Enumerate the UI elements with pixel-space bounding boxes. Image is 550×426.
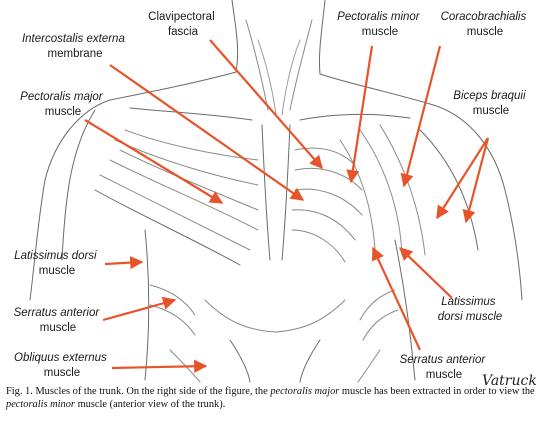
label-obliquus: Obliquus externus muscle <box>14 352 110 379</box>
label-biceps: Biceps braquii muscle <box>453 90 528 117</box>
caption-em-pectoralis-major: pectoralis major <box>270 386 340 397</box>
arrow-coracobrachialis <box>400 45 442 188</box>
label-serratus-right: Serratus anterior muscle <box>400 354 489 381</box>
arrow-clavipectoral <box>209 39 323 169</box>
caption-prefix: Fig. 1. Muscles of the trunk. On the rig… <box>6 386 271 397</box>
arrow-serratus-left <box>102 296 177 322</box>
label-pect-major: Pectoralis major muscle <box>20 91 106 118</box>
arrow-biceps-1 <box>436 137 489 220</box>
arrow-obliquus <box>111 359 208 373</box>
caption-mid: muscle has been extracted in order to vi… <box>339 386 535 397</box>
arrow-intercostalis <box>109 64 305 201</box>
caption-em-pectoralis-minor: pectoralis minor <box>6 399 75 410</box>
figure-caption: Fig. 1. Muscles of the trunk. On the rig… <box>6 385 546 411</box>
label-serratus-left: Serratus anterior muscle <box>14 307 103 334</box>
label-latissimus-right: Latissimus dorsi muscle <box>438 296 503 323</box>
label-intercostalis: Intercostalis externa membrane <box>22 33 128 60</box>
arrow-serratus-right <box>371 246 421 351</box>
label-pect-minor: Pectoralis minor muscle <box>337 11 423 38</box>
artist-signature: Vatruck <box>482 373 537 389</box>
caption-suffix: muscle (anterior view of the trunk). <box>74 399 226 410</box>
trunk-illustration <box>29 0 523 383</box>
leader-arrows <box>84 39 490 373</box>
arrow-pect-major <box>84 119 224 204</box>
arrow-biceps-2 <box>462 137 490 224</box>
arrow-pect-minor <box>346 45 374 184</box>
label-coracobrachialis: Coracobrachialis muscle <box>441 11 530 38</box>
diagram-labels: Clavipectoral fascia Intercostalis exter… <box>14 11 530 381</box>
label-clavipectoral: Clavipectoral fascia <box>148 11 218 38</box>
arrow-latissimus-right <box>399 247 453 299</box>
arrow-latissimus-left <box>104 256 144 270</box>
label-latissimus-left: Latissimus dorsi muscle <box>14 250 100 277</box>
